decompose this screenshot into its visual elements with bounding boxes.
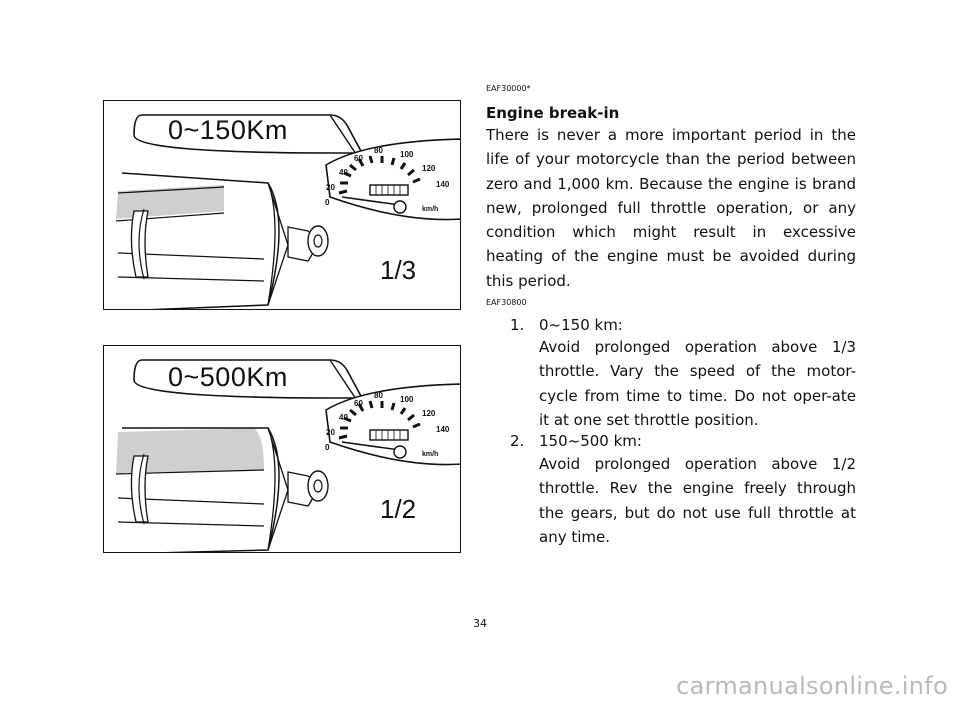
throttle-fraction-label: 1/2 — [380, 494, 417, 524]
mileage-bubble-label: 0~500Km — [168, 362, 288, 392]
illustration-break-in-150km: 0 20 40 60 80 100 120 140 km/h 0~150Km 1… — [103, 100, 461, 310]
tick-label-60: 60 — [354, 399, 363, 408]
section-code: EAF30000* — [486, 84, 531, 93]
illustration-break-in-500km: 0 20 40 60 80 100 120 140 km/h 0~500Km 1… — [103, 345, 461, 553]
list-item-heading: 0~150 km: — [539, 316, 623, 334]
tick-label-120: 120 — [422, 164, 436, 173]
page-number: 34 — [473, 617, 487, 630]
tick-label-0: 0 — [325, 443, 330, 452]
list-item-body: Avoid prolonged operation above 1/2 thro… — [539, 455, 856, 546]
throttle-fraction-label: 1/3 — [380, 255, 417, 285]
list-item-heading: 150~500 km: — [539, 432, 642, 450]
tick-label-60: 60 — [354, 154, 363, 163]
list-item-number: 2. — [510, 432, 525, 450]
list-item-number: 1. — [510, 316, 525, 334]
tick-label-140: 140 — [436, 425, 450, 434]
watermark: carmanualsonline.info — [676, 672, 948, 700]
tick-label-100: 100 — [400, 395, 414, 404]
tick-label-20: 20 — [326, 183, 335, 192]
tick-label-100: 100 — [400, 150, 414, 159]
mileage-bubble-label: 0~150Km — [168, 115, 288, 145]
list-item-body: Avoid prolonged operation above 1/3 thro… — [539, 338, 856, 429]
tick-label-20: 20 — [326, 428, 335, 437]
list-code: EAF30800 — [486, 298, 527, 307]
tick-label-40: 40 — [339, 168, 348, 177]
throttle-speedometer-drawing: 0 20 40 60 80 100 120 140 km/h — [115, 114, 460, 309]
speed-unit-label: km/h — [422, 451, 438, 458]
intro-paragraph: There is never a more important period i… — [486, 126, 856, 290]
speed-unit-label: km/h — [422, 206, 438, 213]
tick-label-120: 120 — [422, 409, 436, 418]
throttle-speedometer-drawing: 0 20 40 60 80 100 120 140 km/h — [115, 359, 460, 552]
tick-label-0: 0 — [325, 198, 330, 207]
tick-label-40: 40 — [339, 413, 348, 422]
tick-label-80: 80 — [374, 391, 383, 400]
section-heading: Engine break-in — [486, 104, 620, 122]
tick-label-140: 140 — [436, 180, 450, 189]
tick-label-80: 80 — [374, 146, 383, 155]
